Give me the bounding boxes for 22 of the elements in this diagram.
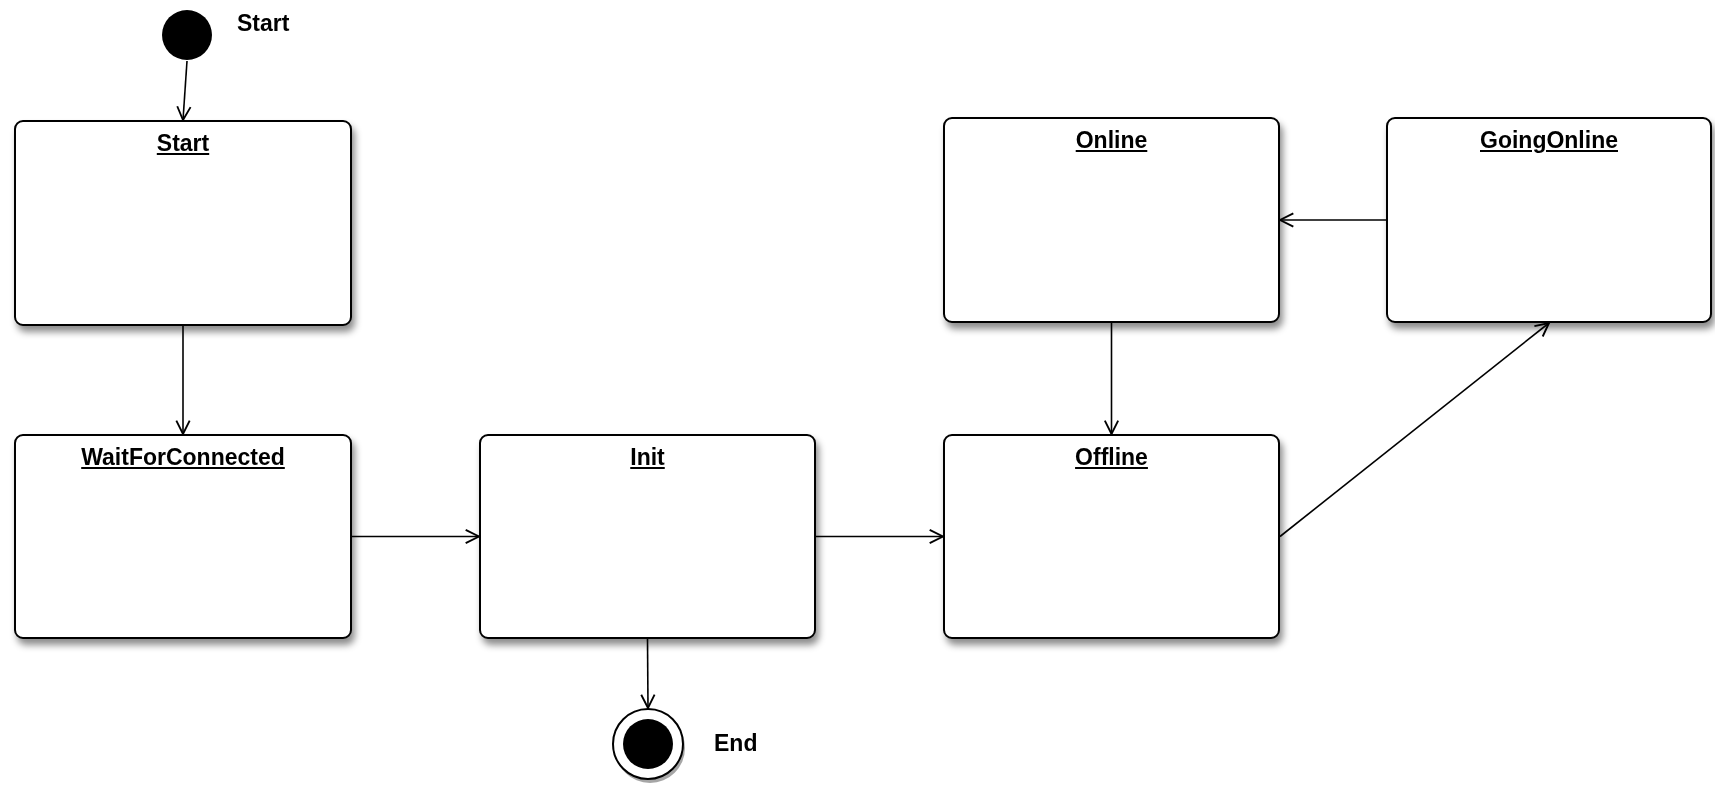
state-box: [1386, 117, 1712, 323]
transition-arrow: [1279, 322, 1550, 538]
transition-arrow: [1279, 212, 1387, 228]
transition-arrow: [640, 638, 656, 709]
transition-arrow: [175, 325, 191, 435]
state-box: [14, 434, 352, 639]
state-label: End: [714, 730, 758, 757]
state-box: [943, 434, 1280, 639]
state-box: [943, 117, 1280, 323]
state-label: Start: [237, 10, 290, 37]
state-name: Start: [156, 130, 210, 157]
transition-arrow: [815, 528, 944, 545]
state-box: [14, 120, 352, 326]
state-name: WaitForConnected: [81, 444, 285, 471]
transition-arrow: [176, 60, 192, 121]
state-box: [479, 434, 816, 639]
transition-arrow: [351, 528, 480, 545]
state-name: Init: [630, 444, 665, 471]
transition-arrow: [1103, 322, 1120, 435]
state-name: Offline: [1075, 444, 1148, 471]
state-name: GoingOnline: [1480, 127, 1618, 154]
state-name: Online: [1075, 127, 1148, 154]
